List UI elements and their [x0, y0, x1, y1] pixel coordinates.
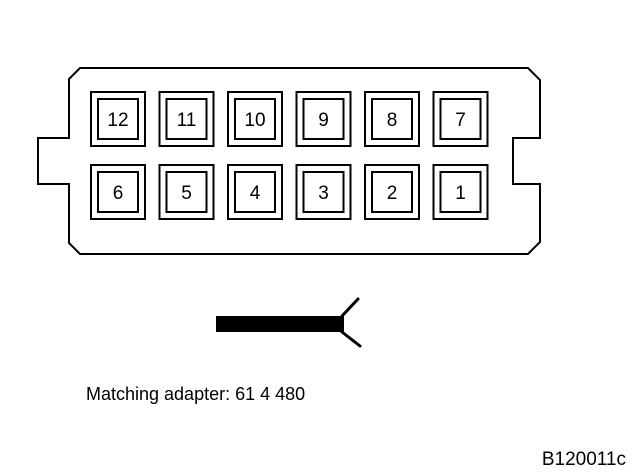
pin-cavity-inner [371, 171, 413, 213]
pin-number: 5 [181, 183, 192, 204]
pin-cavity-inner [165, 98, 208, 140]
pin-cavity-inner [97, 171, 139, 213]
pin-cavity-9: 9 [295, 91, 352, 147]
pin-cavity-4: 4 [227, 164, 283, 220]
pin-number: 8 [387, 110, 398, 131]
pin-number: 11 [177, 110, 197, 131]
pin-number: 10 [244, 110, 265, 131]
pin-cavity-inner [371, 98, 413, 140]
pin-cavity-inner [302, 171, 345, 213]
pin-cavity-inner [165, 171, 208, 213]
pin-number: 6 [113, 183, 124, 204]
pin-cavity-11: 11 [158, 91, 215, 147]
wire-fork [340, 297, 362, 348]
pin-cavity-8: 8 [364, 91, 420, 147]
pin-number: 12 [107, 110, 128, 131]
pin-cavity-7: 7 [432, 91, 489, 147]
pin-number: 3 [318, 183, 329, 204]
pin-cavity-inner [234, 98, 276, 140]
wire-cable [216, 316, 344, 332]
pin-cavity-inner [302, 98, 345, 140]
matching-adapter-caption: Matching adapter: 61 4 480 [86, 384, 306, 404]
pin-cavity-3: 3 [295, 164, 352, 220]
pin-cavity-inner [439, 171, 482, 213]
pin-number: 1 [455, 183, 466, 204]
pin-cavity-inner [234, 171, 276, 213]
pin-number: 7 [455, 110, 466, 131]
pin-number: 9 [318, 110, 329, 131]
pin-row-bottom: 6 5 4 3 2 1 [90, 164, 489, 220]
pin-number: 4 [250, 183, 261, 204]
pin-cavity-5: 5 [158, 164, 215, 220]
figure-id: B120011c [541, 449, 626, 470]
pin-cavity-2: 2 [364, 164, 420, 220]
pin-cavity-inner [97, 98, 139, 140]
pin-cavity-1: 1 [432, 164, 489, 220]
pin-number: 2 [387, 183, 398, 204]
pin-row-top: 12 11 10 9 8 7 [90, 91, 489, 147]
pin-cavity-6: 6 [90, 164, 146, 220]
pin-cavity-12: 12 [90, 91, 146, 147]
pin-cavity-inner [439, 98, 482, 140]
pin-cavity-10: 10 [227, 91, 283, 147]
